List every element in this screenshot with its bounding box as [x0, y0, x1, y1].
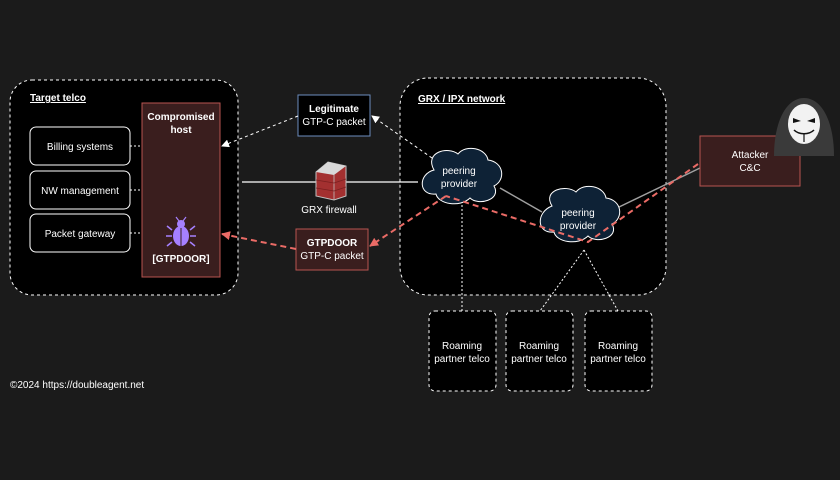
nw-management-label: NW management	[41, 186, 119, 197]
legitimate-packet-line2: GTP-C packet	[302, 117, 366, 128]
attacker-line2: C&C	[739, 163, 760, 174]
roaming-partner-1-line2: partner telco	[434, 354, 490, 365]
peering-provider-2-line2: provider	[560, 221, 597, 232]
peering-provider-1-cloud: peering provider	[421, 147, 503, 205]
peering-provider-2-line1: peering	[561, 208, 594, 219]
nw-management-box: NW management	[29, 170, 131, 210]
packet-gateway-label: Packet gateway	[45, 229, 116, 240]
compromised-host-box: Compromised host [GTPDOOR]	[141, 102, 221, 278]
target-telco-title: Target telco	[30, 93, 86, 104]
peering-provider-1-line2: provider	[441, 179, 478, 190]
copyright-text: ©2024 https://doubleagent.net	[10, 380, 145, 391]
bug-icon	[166, 216, 196, 247]
packet-gateway-box: Packet gateway	[29, 213, 131, 253]
legitimate-packet-box: Legitimate GTP-C packet	[297, 94, 371, 137]
grx-network-title: GRX / IPX network	[418, 94, 506, 105]
peering-provider-1-line1: peering	[442, 166, 475, 177]
peer2-to-attacker-link	[616, 167, 701, 209]
roaming-partner-2-line1: Roaming	[519, 341, 559, 352]
roaming-partner-1-line1: Roaming	[442, 341, 482, 352]
attack-path-packet-to-host	[221, 231, 297, 250]
billing-systems-label: Billing systems	[47, 142, 113, 153]
peer2-to-roaming2-link	[539, 249, 585, 312]
firewall-label: GRX firewall	[301, 205, 357, 216]
firewall-icon	[315, 161, 347, 201]
roaming-partner-1-box: Roaming partner telco	[428, 310, 497, 392]
attack-path-attacker-to-peer1	[445, 163, 699, 244]
roaming-partner-3-line1: Roaming	[598, 341, 638, 352]
roaming-partner-3-box: Roaming partner telco	[584, 310, 653, 392]
roaming-partner-2-line2: partner telco	[511, 354, 567, 365]
peer1-to-legit-packet-arrow	[371, 115, 433, 159]
grx-network-group	[399, 77, 667, 296]
attacker-line1: Attacker	[732, 150, 769, 161]
attack-path-peer1-to-gtpdoor-packet	[369, 195, 447, 247]
gtpdoor-malware-label: [GTPDOOR]	[152, 254, 209, 265]
compromised-host-line1: Compromised	[147, 112, 214, 123]
billing-systems-box: Billing systems	[29, 126, 131, 166]
gtpdoor-packet-line2: GTP-C packet	[300, 251, 364, 262]
compromised-host-line2: host	[170, 125, 192, 136]
legit-packet-to-host-arrow	[221, 115, 299, 148]
hacker-mask-icon	[774, 98, 834, 156]
legitimate-packet-line1: Legitimate	[309, 104, 359, 115]
peer1-to-peer2-link	[499, 187, 543, 213]
roaming-partner-3-line2: partner telco	[590, 354, 646, 365]
gtpdoor-packet-line1: GTPDOOR	[307, 238, 358, 249]
gtpdoor-packet-box: GTPDOOR GTP-C packet	[295, 228, 369, 271]
roaming-partner-2-box: Roaming partner telco	[505, 310, 574, 392]
